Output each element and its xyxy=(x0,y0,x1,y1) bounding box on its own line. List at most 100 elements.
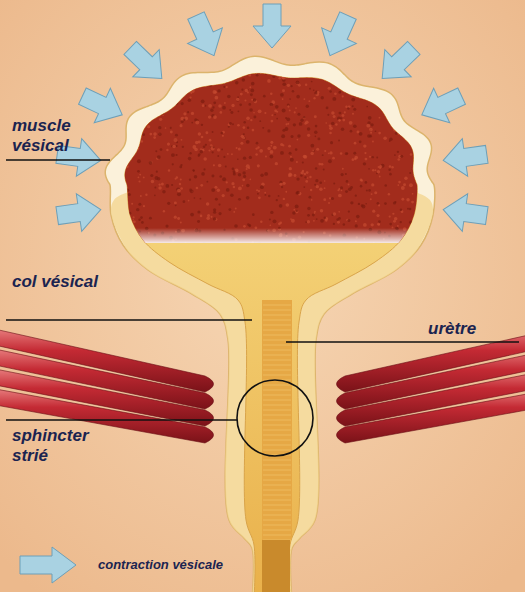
texture-dot xyxy=(292,90,295,93)
texture-dot xyxy=(395,86,398,89)
texture-dot xyxy=(161,112,164,115)
texture-dot xyxy=(153,132,157,136)
urethra-texture xyxy=(263,370,291,371)
texture-dot xyxy=(411,167,414,170)
texture-dot xyxy=(145,194,147,196)
texture-dot xyxy=(137,145,139,147)
texture-dot xyxy=(265,156,267,158)
texture-dot xyxy=(196,187,199,190)
urethra-texture xyxy=(263,515,291,516)
texture-dot xyxy=(249,108,253,112)
texture-dot xyxy=(281,134,285,138)
texture-dot xyxy=(132,71,134,73)
texture-dot xyxy=(303,116,305,118)
texture-dot xyxy=(306,104,309,107)
texture-dot xyxy=(197,220,200,223)
texture-dot xyxy=(128,226,130,228)
texture-dot xyxy=(180,178,182,180)
texture-dot xyxy=(179,183,181,185)
texture-dot xyxy=(346,180,349,183)
texture-dot xyxy=(313,150,315,152)
texture-dot xyxy=(306,171,309,174)
texture-dot xyxy=(278,222,281,225)
texture-dot xyxy=(270,103,274,107)
texture-dot xyxy=(280,151,284,155)
leader-line xyxy=(286,341,519,342)
texture-dot xyxy=(246,140,250,144)
texture-dot xyxy=(400,123,404,127)
texture-dot xyxy=(415,165,419,169)
texture-dot xyxy=(297,134,301,138)
urethra-texture xyxy=(263,315,291,316)
texture-dot xyxy=(149,161,153,165)
urethra-texture xyxy=(263,310,291,311)
texture-dot xyxy=(165,127,167,129)
contraction-arrow xyxy=(441,135,490,179)
texture-dot xyxy=(352,105,354,107)
texture-dot xyxy=(289,152,292,155)
texture-dot xyxy=(296,191,300,195)
texture-dot xyxy=(346,92,348,94)
texture-dot xyxy=(406,198,409,201)
texture-dot xyxy=(219,175,222,178)
texture-dot xyxy=(368,168,370,170)
texture-dot xyxy=(355,220,357,222)
texture-dot xyxy=(225,86,227,88)
texture-dot xyxy=(414,108,416,110)
texture-dot xyxy=(215,96,219,100)
texture-dot xyxy=(299,122,303,126)
texture-dot xyxy=(218,104,222,108)
texture-dot xyxy=(289,167,292,170)
texture-dot xyxy=(307,220,310,223)
texture-dot xyxy=(374,191,377,194)
texture-dot xyxy=(223,156,225,158)
texture-dot xyxy=(181,80,184,83)
texture-dot xyxy=(218,78,221,81)
texture-dot xyxy=(213,217,216,220)
texture-dot xyxy=(358,203,360,205)
texture-dot xyxy=(279,204,283,208)
urethra-lumen xyxy=(262,300,292,592)
texture-dot xyxy=(366,106,368,108)
texture-dot xyxy=(369,156,371,158)
texture-dot xyxy=(250,89,254,93)
texture-dot xyxy=(259,149,263,153)
texture-dot xyxy=(326,107,329,110)
texture-dot xyxy=(232,123,234,125)
texture-dot xyxy=(409,183,413,187)
texture-dot xyxy=(166,149,168,151)
texture-dot xyxy=(331,111,334,114)
texture-dot xyxy=(389,173,392,176)
texture-dot xyxy=(298,84,301,87)
texture-dot xyxy=(213,101,216,104)
texture-dot xyxy=(256,189,258,191)
texture-dot xyxy=(132,133,135,136)
urethra-texture xyxy=(263,415,291,416)
texture-dot xyxy=(329,151,332,154)
texture-dot xyxy=(409,172,411,174)
texture-dot xyxy=(184,117,188,121)
texture-dot xyxy=(265,73,267,75)
texture-dot xyxy=(235,81,238,84)
texture-dot xyxy=(223,86,225,88)
texture-dot xyxy=(256,142,259,145)
texture-dot xyxy=(267,147,270,150)
texture-dot xyxy=(193,170,195,172)
texture-dot xyxy=(256,74,259,77)
texture-dot xyxy=(227,95,231,99)
texture-dot xyxy=(125,165,129,169)
texture-dot xyxy=(253,98,257,102)
texture-dot xyxy=(378,224,380,226)
urethra-texture xyxy=(263,375,291,376)
texture-dot xyxy=(393,128,396,131)
texture-dot xyxy=(168,88,170,90)
texture-dot xyxy=(143,78,147,82)
texture-dot xyxy=(411,92,413,94)
texture-dot xyxy=(418,70,422,74)
texture-dot xyxy=(200,148,202,150)
texture-dot xyxy=(291,135,294,138)
texture-dot xyxy=(188,200,190,202)
texture-dot xyxy=(287,105,289,107)
texture-dot xyxy=(200,184,203,187)
texture-dot xyxy=(368,89,370,91)
